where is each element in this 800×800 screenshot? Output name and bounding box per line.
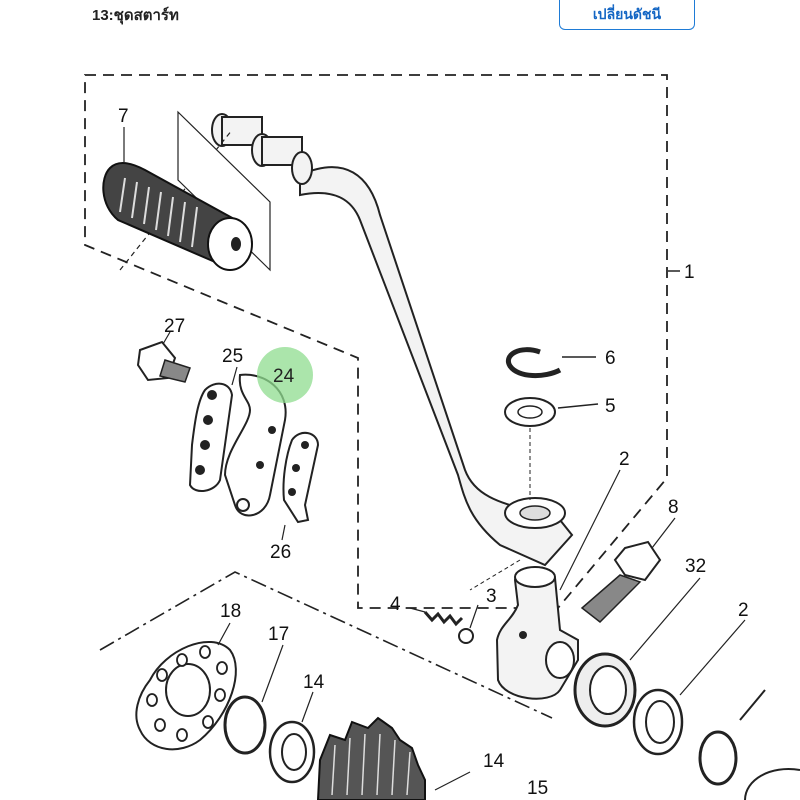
- shaft-end: [744, 768, 800, 800]
- callout-2[interactable]: 2: [738, 600, 749, 621]
- callout-6[interactable]: 6: [605, 348, 616, 369]
- callout-1[interactable]: 1: [684, 262, 695, 283]
- plate-18[interactable]: [135, 622, 237, 751]
- assembly-boundary: [84, 74, 668, 609]
- spring[interactable]: [409, 607, 464, 627]
- washer-14[interactable]: [268, 691, 316, 784]
- callout-7[interactable]: 7: [118, 106, 129, 127]
- circlip-right[interactable]: [698, 689, 766, 786]
- plate-25[interactable]: [188, 366, 238, 492]
- callout-5[interactable]: 5: [605, 396, 616, 417]
- callout-17[interactable]: 17: [268, 624, 289, 645]
- callout-2[interactable]: 2: [619, 449, 630, 470]
- plate-26[interactable]: [281, 431, 320, 541]
- change-index-button[interactable]: เปลี่ยนดัชนี: [559, 0, 695, 30]
- callout-27[interactable]: 27: [164, 316, 185, 337]
- callout-25[interactable]: 25: [222, 346, 243, 367]
- washer-right[interactable]: [632, 619, 746, 756]
- callout-15[interactable]: 15: [527, 778, 548, 799]
- callout-32[interactable]: 32: [685, 556, 706, 577]
- callout-3[interactable]: 3: [486, 586, 497, 607]
- selected-part-highlight: [257, 347, 313, 403]
- callout-8[interactable]: 8: [668, 497, 679, 518]
- ball[interactable]: [458, 604, 479, 644]
- kick-lever[interactable]: [119, 113, 574, 567]
- callout-14[interactable]: 14: [483, 751, 505, 772]
- parts-diagram: 1 2 2 3 4 5 6 7 8 14 14 15 17 18 24 25 2…: [84, 74, 800, 800]
- kick-gear[interactable]: [316, 716, 471, 800]
- callout-24[interactable]: 24: [273, 366, 295, 387]
- callout-26[interactable]: 26: [270, 542, 291, 563]
- washer[interactable]: [504, 397, 599, 500]
- shaft-boundary: [99, 571, 553, 719]
- callout-14[interactable]: 14: [303, 672, 325, 693]
- kick-shaft-boss[interactable]: [469, 469, 621, 700]
- callout-18[interactable]: 18: [220, 601, 241, 622]
- circlip[interactable]: [505, 347, 596, 378]
- page-title: 13:ชุดสตาร์ท: [92, 7, 179, 24]
- circlip-17[interactable]: [223, 644, 284, 755]
- oil-seal[interactable]: [573, 577, 701, 728]
- callout-4[interactable]: 4: [390, 594, 401, 615]
- bolt-27[interactable]: [136, 331, 191, 383]
- bolt-8[interactable]: [580, 517, 676, 623]
- rubber-grip[interactable]: [102, 110, 271, 272]
- page-header: 13:ชุดสตาร์ท เปลี่ยนดัชนี: [0, 0, 800, 40]
